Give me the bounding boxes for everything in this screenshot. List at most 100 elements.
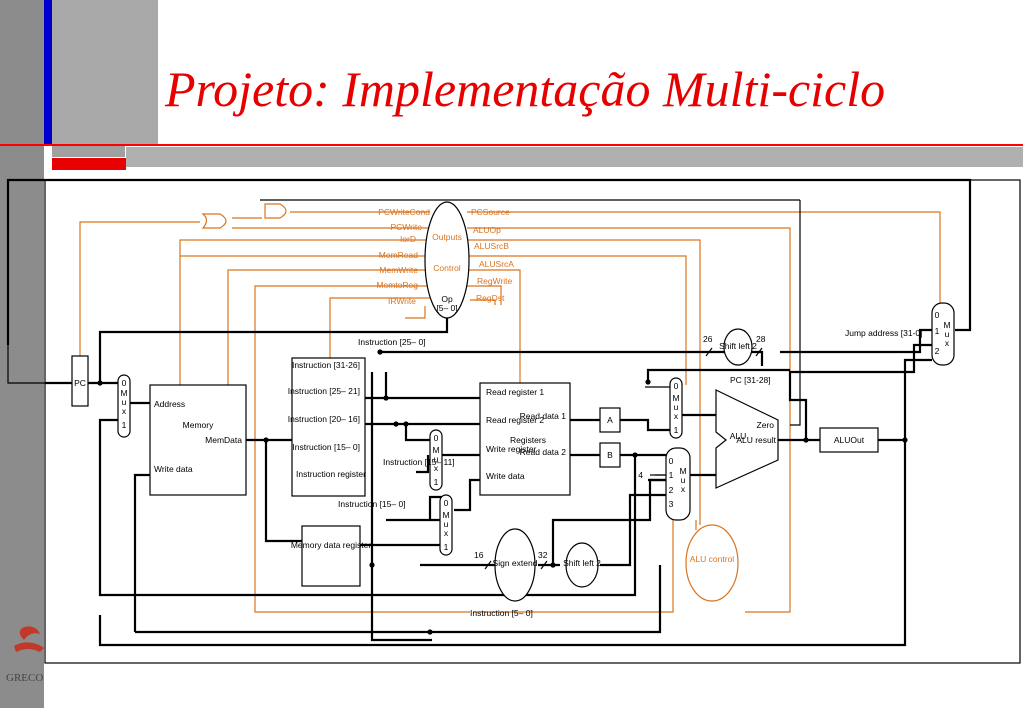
ir-field-20-16: Instruction [20– 16] (288, 414, 360, 424)
label-instr-15-11: Instruction [15– 11] (383, 457, 455, 467)
svg-text:x: x (681, 484, 686, 494)
svg-text:Shift left 2: Shift left 2 (719, 341, 757, 351)
svg-text:M: M (672, 393, 679, 403)
svg-text:M: M (442, 510, 449, 520)
ir-field-25-21: Instruction [25– 21] (288, 386, 360, 396)
alu-zero-label: Zero (757, 420, 775, 430)
label-jump-address: Jump address [31-0] (845, 328, 922, 338)
wire-junctions (97, 349, 908, 635)
control-signal-labels: PCWriteCond PCWrite IorD MemRead MemWrit… (376, 207, 514, 306)
alu-control-label: ALU control (690, 554, 735, 564)
mux-regdst: 0 M u x 1 (429, 429, 443, 491)
mux-iord: 0 M u x 1 (117, 374, 131, 438)
shift-left-2-offset: Shift left 2 (563, 542, 601, 588)
signal-pcsource: PCSource (471, 207, 510, 217)
ir-name-label: Instruction register (296, 469, 366, 479)
svg-text:x: x (945, 338, 950, 348)
signal-aluop: ALUOp (473, 225, 501, 235)
svg-text:x: x (674, 411, 679, 421)
label-width-26: 26 (703, 334, 713, 344)
mdr-label: Memory data register (291, 540, 371, 550)
svg-text:M: M (432, 445, 439, 455)
sign-extend-label: Sign extend (493, 558, 538, 568)
mux-memtoreg: 0 M u x 1 (439, 494, 453, 556)
memory-memdata-label: MemData (205, 435, 242, 445)
signal-pcwritecond: PCWriteCond (378, 207, 430, 217)
signal-regdst: RegDst (476, 293, 505, 303)
thin-data-wires (7, 199, 801, 476)
label-instr-5-0: Instruction [5– 0] (470, 608, 533, 618)
register-file-block: Read register 1 Read register 2 Register… (479, 382, 571, 496)
memory-write-data-label: Write data (154, 464, 193, 474)
signal-memwrite: MemWrite (379, 265, 418, 275)
svg-text:ALUOut: ALUOut (834, 435, 865, 445)
title-underline (0, 144, 1023, 146)
top-gray-block (52, 0, 158, 145)
reg-read-data-2: Read data 2 (520, 447, 567, 457)
signal-memtoreg: MemtoReg (376, 280, 418, 290)
svg-text:2: 2 (935, 346, 940, 356)
svg-text:1: 1 (434, 477, 439, 487)
shift-left-2-jump: Shift left 2 (719, 328, 757, 366)
pc-label: PC (74, 378, 86, 388)
reg-write-register: Write register (486, 444, 537, 454)
bus-width-ticks (484, 347, 763, 570)
ir-field-15-0: Instruction [15– 0] (292, 442, 360, 452)
svg-text:0: 0 (935, 310, 940, 320)
svg-text:M: M (120, 388, 127, 398)
signal-iord: IorD (400, 234, 416, 244)
signal-alusrca: ALUSrcA (479, 259, 514, 269)
svg-text:u: u (945, 329, 950, 339)
memory-name-label: Memory (183, 420, 214, 430)
svg-text:0: 0 (669, 456, 674, 466)
instruction-register-block: Instruction [31-26] Instruction [25– 21]… (288, 357, 366, 497)
svg-text:1: 1 (122, 420, 127, 430)
sign-extend-unit: Sign extend (493, 528, 538, 602)
svg-text:1: 1 (669, 470, 674, 480)
slide-title: Projeto: Implementação Multi-ciclo (165, 61, 886, 117)
svg-text:u: u (681, 475, 686, 485)
svg-text:B: B (607, 450, 613, 460)
svg-text:M: M (943, 320, 950, 330)
title-gray-band (126, 147, 1023, 167)
mux-alusrcb: 0 1 2 3 M u x (665, 447, 691, 521)
alu-name-label: ALU (730, 431, 747, 441)
label-width-32: 32 (538, 550, 548, 560)
signal-memread: MemRead (379, 250, 418, 260)
register-a: A (599, 407, 621, 433)
control-op-label: Op (441, 294, 453, 304)
red-accent-block (52, 158, 126, 170)
svg-text:3: 3 (669, 499, 674, 509)
control-unit: Outputs Control Op [5– 0] (424, 201, 470, 319)
svg-text:0: 0 (444, 498, 449, 508)
svg-text:x: x (434, 463, 439, 473)
svg-text:0: 0 (674, 381, 679, 391)
alu-control-unit: ALU control (685, 524, 739, 602)
reg-read-register-2: Read register 2 (486, 415, 544, 425)
svg-text:1: 1 (444, 542, 449, 552)
signal-regwrite: RegWrite (477, 276, 513, 286)
memory-data-register-block: Memory data register (291, 525, 371, 587)
label-instr-25-0: Instruction [25– 0] (358, 337, 426, 347)
control-wires (79, 211, 941, 613)
svg-text:u: u (434, 454, 439, 464)
svg-text:x: x (444, 528, 449, 538)
ir-field-31-26: Instruction [31-26] (292, 360, 360, 370)
svg-text:0: 0 (434, 433, 439, 443)
thick-data-wires (6, 178, 972, 647)
svg-text:1: 1 (674, 425, 679, 435)
signal-pcwrite: PCWrite (391, 222, 423, 232)
mid-gray-block (52, 145, 125, 157)
logo-caption: GRECO (6, 672, 44, 684)
logo-icon (14, 626, 44, 652)
svg-text:u: u (122, 397, 127, 407)
pc-write-gates (201, 203, 287, 229)
svg-text:u: u (444, 519, 449, 529)
alu-result-label: ALU result (736, 435, 776, 445)
memory-address-label: Address (154, 399, 185, 409)
control-outputs-label: Outputs (432, 232, 462, 242)
svg-text:u: u (674, 402, 679, 412)
aluout-register: ALUOut (819, 427, 879, 453)
svg-text:A: A (607, 415, 613, 425)
